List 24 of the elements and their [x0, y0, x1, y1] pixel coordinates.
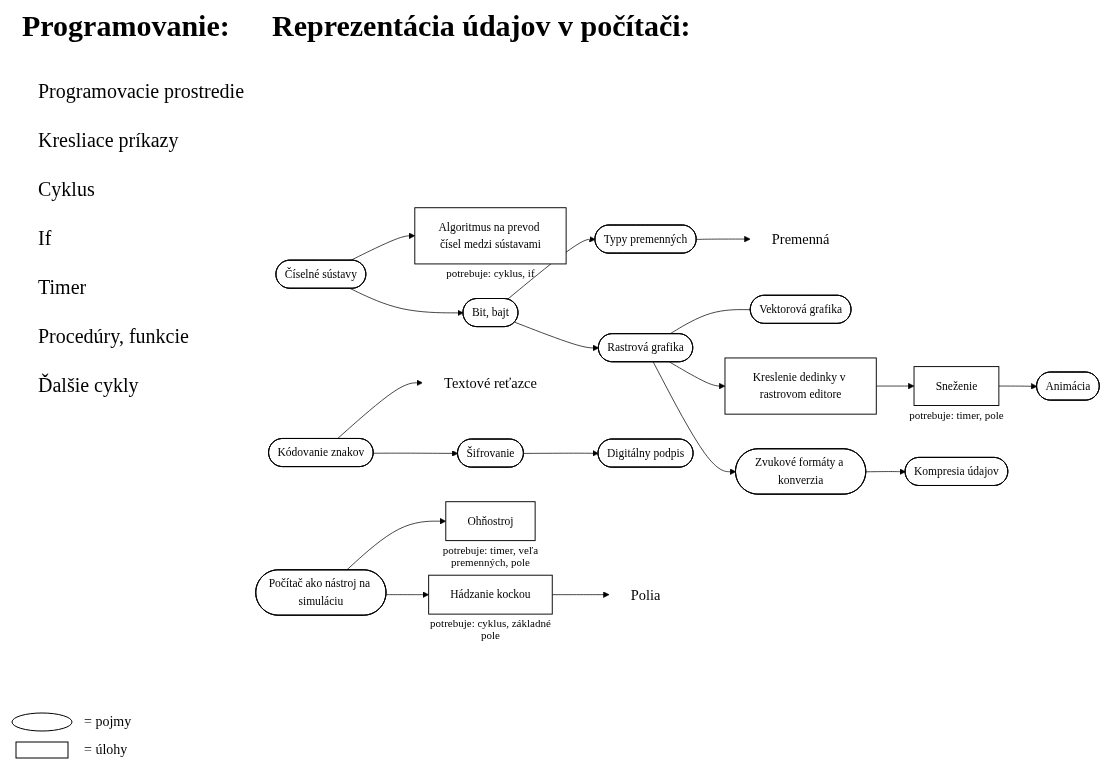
topic-text: Procedúry, funkcie — [38, 325, 190, 348]
legend-text: = úlohy — [84, 742, 128, 758]
topic-text: If — [38, 227, 53, 250]
note-text: potrebuje: cyklus, if — [445, 266, 536, 279]
topic-text: Ďalšie cykly — [38, 374, 140, 397]
topic-text: Programovacie prostredie — [38, 80, 246, 103]
topic-text: Kresliace príkazy — [38, 129, 180, 152]
topic-text: Timer — [38, 276, 88, 299]
section-heading: Programovanie: — [21, 9, 231, 43]
node-text: Premenná — [771, 231, 830, 247]
node-box: Sneženie — [913, 366, 1000, 406]
note-text: potrebuje: timer, pole — [908, 408, 1005, 421]
node-text: Textové reťazce — [444, 374, 537, 391]
note-text: potrebuje: timer, veľa premenných, pole — [441, 543, 540, 568]
node-box: Kreslenie dedinky v rastrovom editore — [724, 357, 877, 415]
node-text: Polia — [630, 586, 661, 603]
node-box: Algoritmus na prevod čísel medzi sústavami — [414, 207, 567, 265]
connector — [669, 309, 751, 335]
note-text: potrebuje: cyklus, základné pole — [429, 617, 552, 642]
node-box: Ohňostroj — [445, 501, 536, 542]
legend-text: = pojmy — [84, 714, 132, 730]
node-box: Hádzanie kockou — [428, 574, 553, 615]
section-heading: Reprezentácia údajov v počítači: — [271, 9, 691, 43]
topic-text: Cyklus — [38, 178, 96, 201]
